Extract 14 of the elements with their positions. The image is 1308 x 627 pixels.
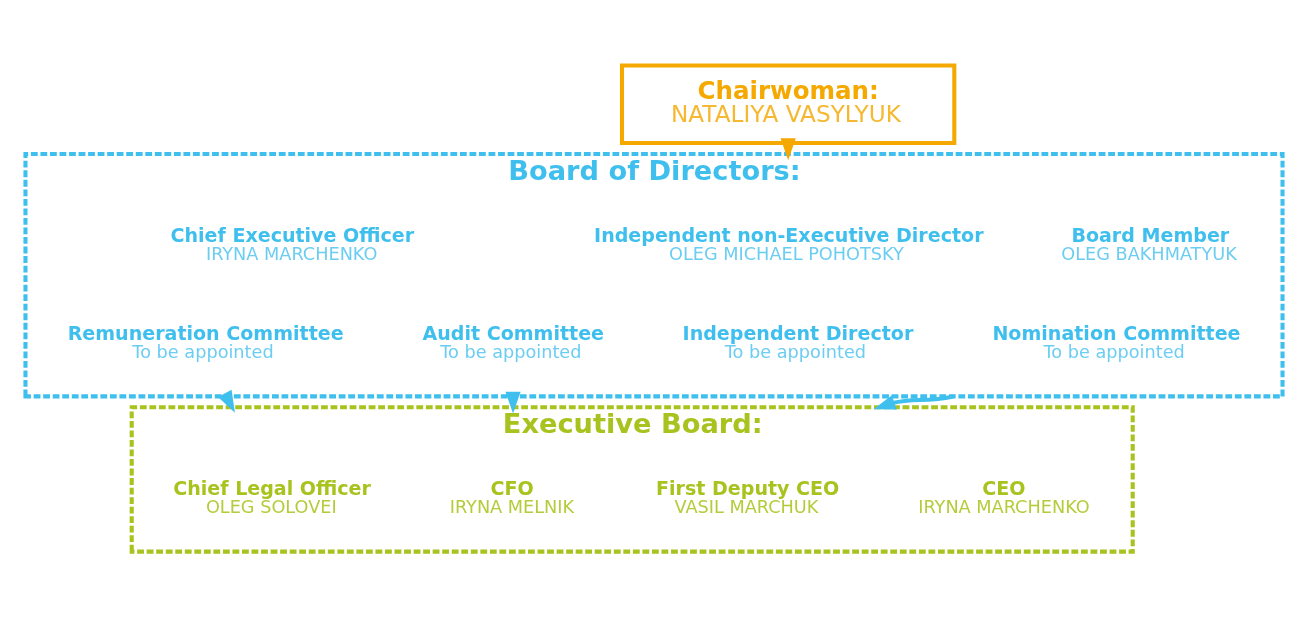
node-text: Independent Director To be appointed [682, 321, 914, 362]
node-text: Remuneration Committee To be appointed [67, 321, 344, 362]
node-text: Nomination Committee To be appointed [992, 321, 1241, 362]
node-text: First Deputy CEO VASIL MARCHUK [656, 476, 840, 517]
node-text: Audit Committee To be appointed [422, 321, 605, 362]
node-text: CFO IRYNA MELNIK [449, 476, 575, 517]
node-text: Independent non-Executive Director OLEG MICHAEL POHOTSKY [594, 223, 984, 264]
node-text: Board Member OLEG BAKHMATYUK [1061, 223, 1237, 264]
arrow [873, 393, 954, 410]
node-text: CEO IRYNA MARCHENKO [918, 476, 1090, 517]
arrow [780, 137, 796, 160]
arrow [505, 391, 521, 413]
node-text: Chief Executive Officer IRYNA MARCHENKO [170, 223, 415, 264]
node-text: Chief Legal Officer OLEG SOLOVEI [173, 476, 371, 517]
